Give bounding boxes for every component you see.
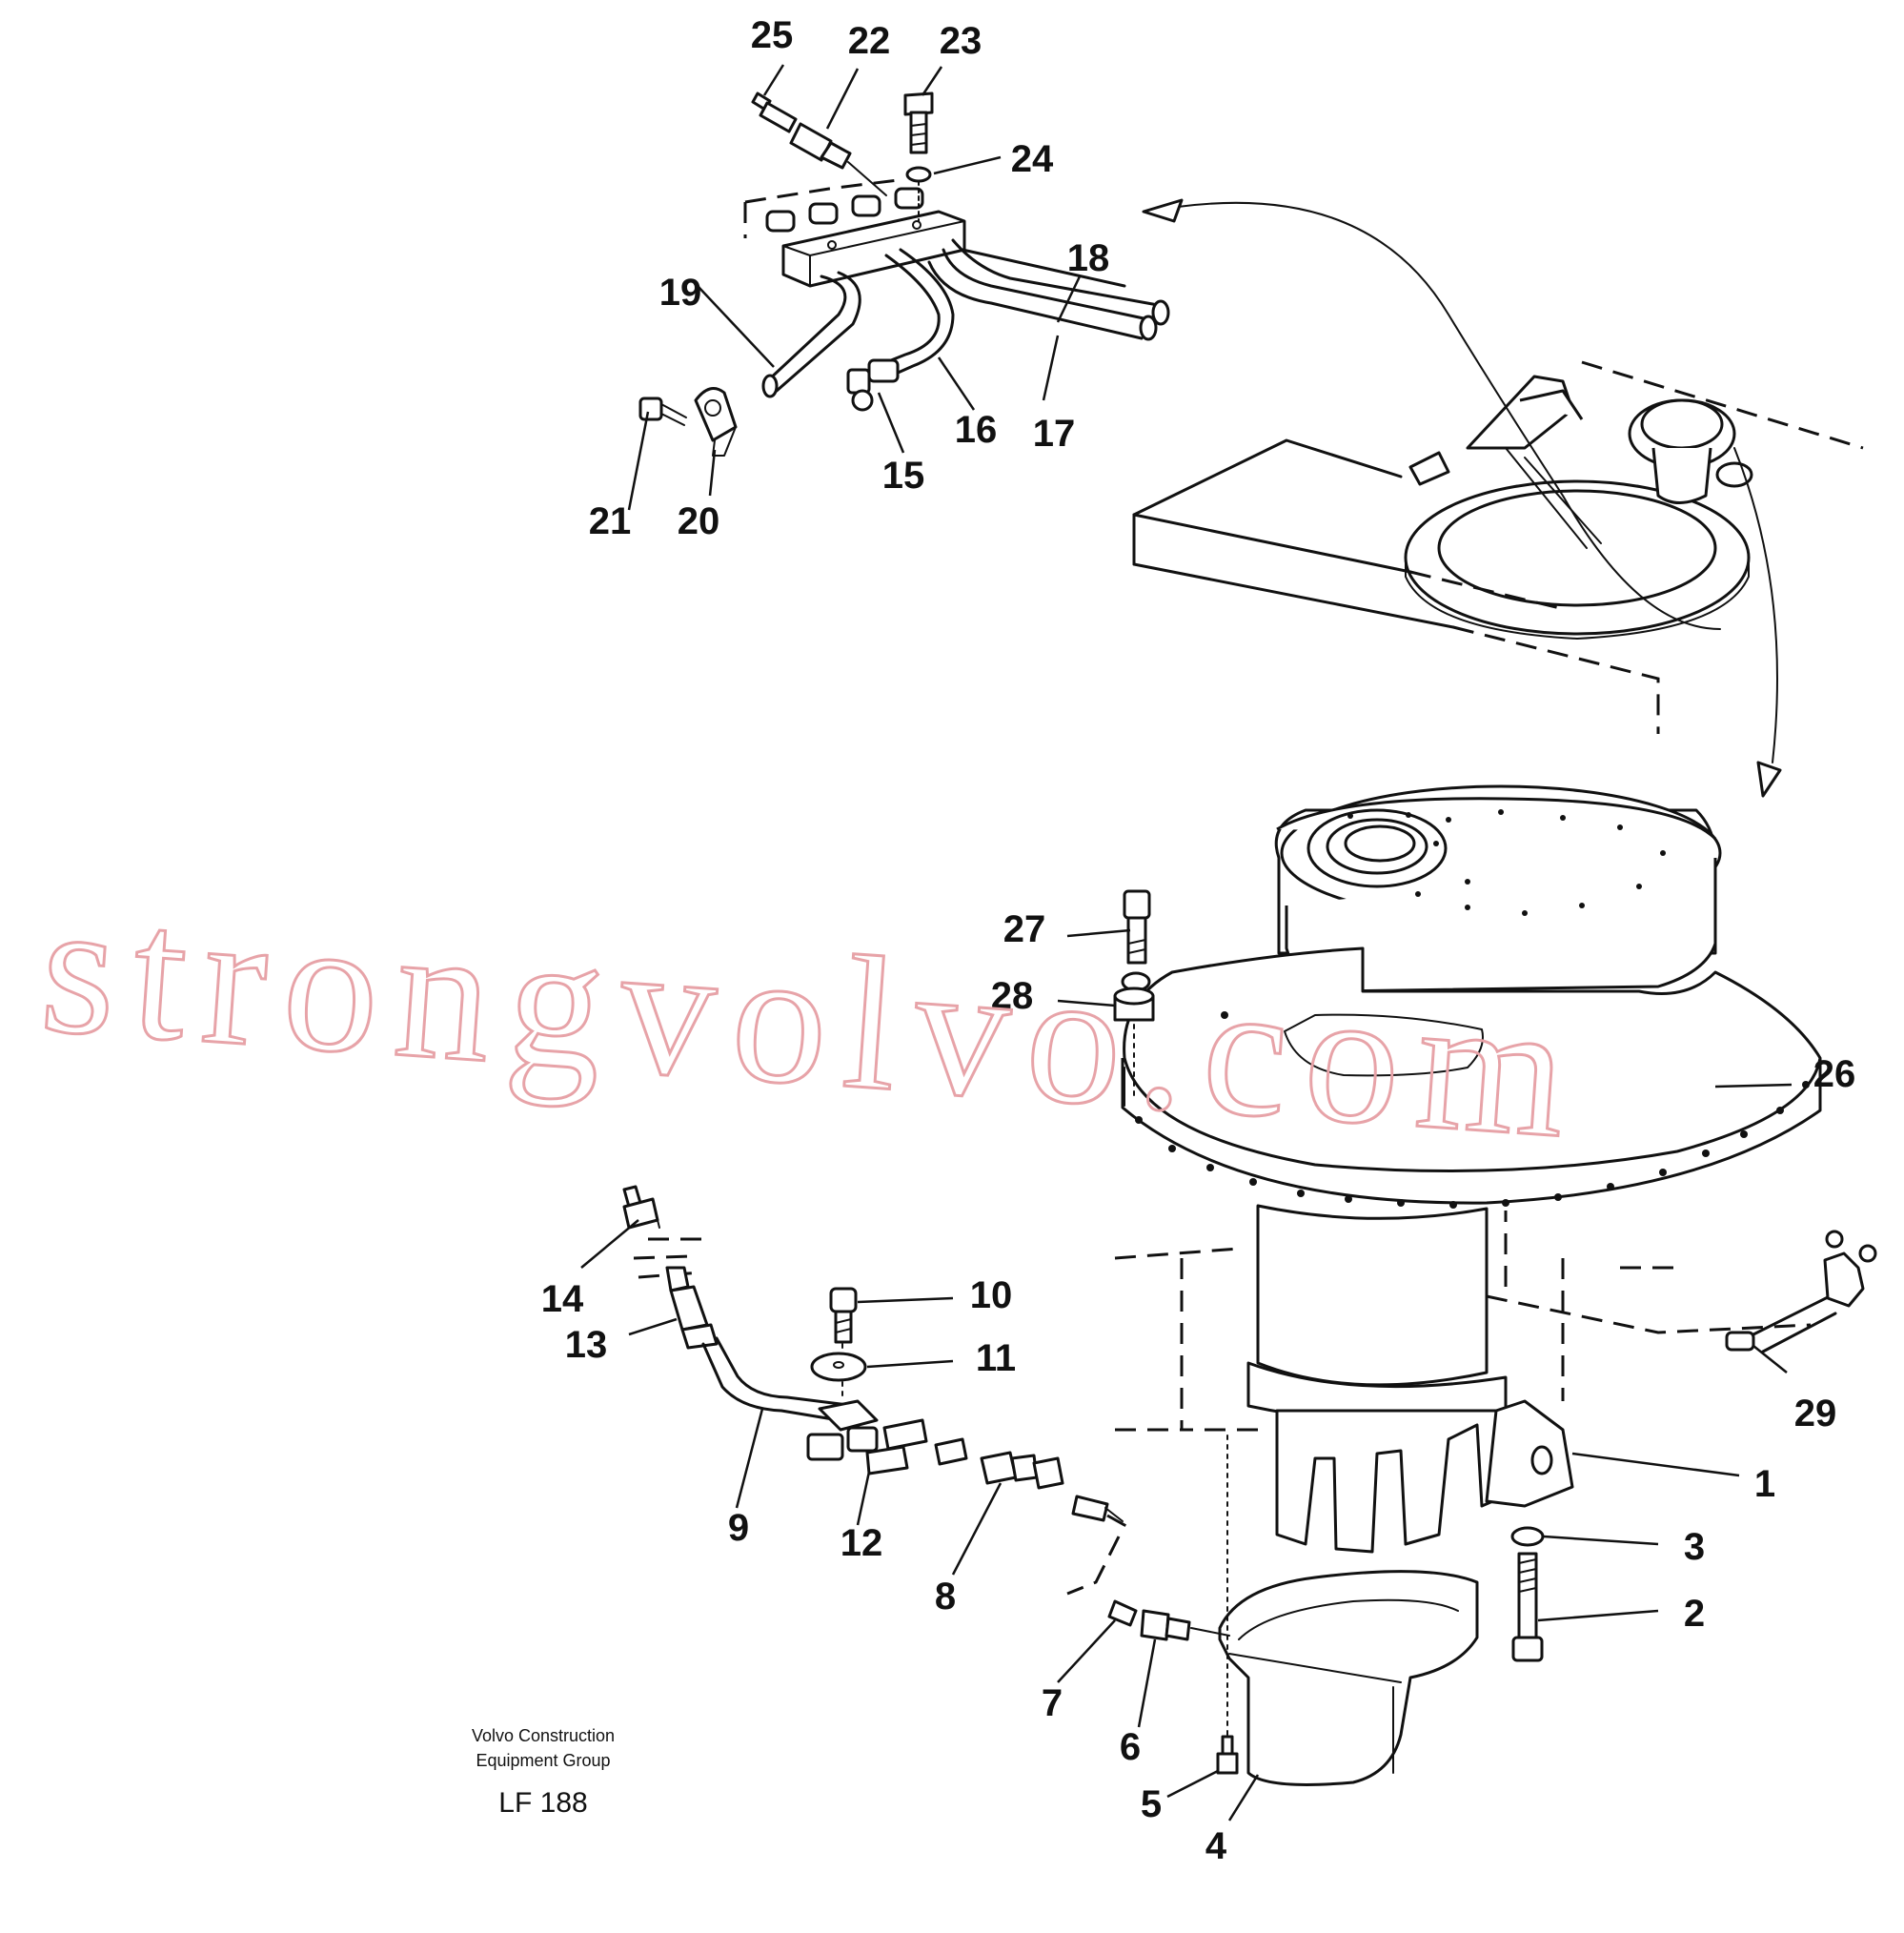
fitting-14	[622, 1185, 660, 1230]
screw-5	[1216, 1429, 1239, 1775]
caption-company-line2: Equipment Group	[476, 1751, 611, 1770]
callout-16: 16	[955, 409, 998, 451]
cover-4	[1218, 1570, 1479, 1786]
manifold-assembly	[638, 92, 1170, 457]
upper-frame-view	[1132, 198, 1864, 798]
caption-company-line1: Volvo Construction	[471, 1726, 616, 1745]
callout-15: 15	[882, 455, 925, 497]
callout-21: 21	[589, 500, 632, 542]
callout-7: 7	[1042, 1682, 1063, 1724]
callout-17: 17	[1033, 413, 1076, 455]
bolt-27	[1123, 889, 1151, 965]
lube-line-assembly	[622, 1185, 1230, 1641]
callout-numbers: 25 22 23 24 18 19 16 17 15 21 20 27 28 2…	[541, 14, 1856, 1867]
publisher-caption: Volvo Construction Equipment Group LF 18…	[400, 1723, 686, 1824]
connector-25	[751, 92, 798, 133]
bolt-23	[903, 92, 934, 154]
callout-10: 10	[970, 1274, 1013, 1316]
union-22	[789, 122, 887, 196]
callout-11: 11	[976, 1337, 1016, 1379]
callout-20: 20	[678, 500, 720, 542]
callout-4: 4	[1205, 1825, 1227, 1867]
callout-18: 18	[1067, 237, 1110, 279]
callout-6: 6	[1120, 1726, 1141, 1768]
callout-2: 2	[1684, 1593, 1705, 1635]
callout-1: 1	[1754, 1463, 1775, 1505]
washer-24	[905, 166, 932, 183]
connector-13	[665, 1266, 719, 1350]
callout-29: 29	[1794, 1393, 1837, 1434]
clamp-20	[694, 387, 738, 457]
callout-25: 25	[751, 14, 794, 56]
callout-19: 19	[659, 272, 702, 314]
callout-26: 26	[1813, 1053, 1856, 1095]
callout-28: 28	[991, 975, 1034, 1017]
callout-24: 24	[1011, 138, 1054, 180]
spacer-28	[1113, 971, 1155, 1097]
screw-21	[638, 397, 687, 426]
callout-5: 5	[1141, 1783, 1162, 1825]
callout-27: 27	[1003, 908, 1046, 950]
washer-3	[1510, 1526, 1545, 1547]
callout-14: 14	[541, 1278, 584, 1320]
slew-gearbox	[1114, 784, 1877, 1554]
callout-12: 12	[841, 1522, 883, 1564]
callout-13: 13	[565, 1324, 608, 1366]
callout-3: 3	[1684, 1526, 1705, 1568]
leader-lines	[580, 64, 1793, 1821]
callout-8: 8	[935, 1576, 956, 1618]
elbow-fitting-15	[846, 358, 900, 412]
callout-23: 23	[940, 20, 982, 62]
bolt-2	[1511, 1552, 1544, 1662]
callout-22: 22	[848, 20, 891, 62]
callout-9: 9	[728, 1507, 749, 1549]
caption-figure-code: LF 188	[498, 1787, 588, 1819]
bolt-10	[829, 1287, 858, 1344]
